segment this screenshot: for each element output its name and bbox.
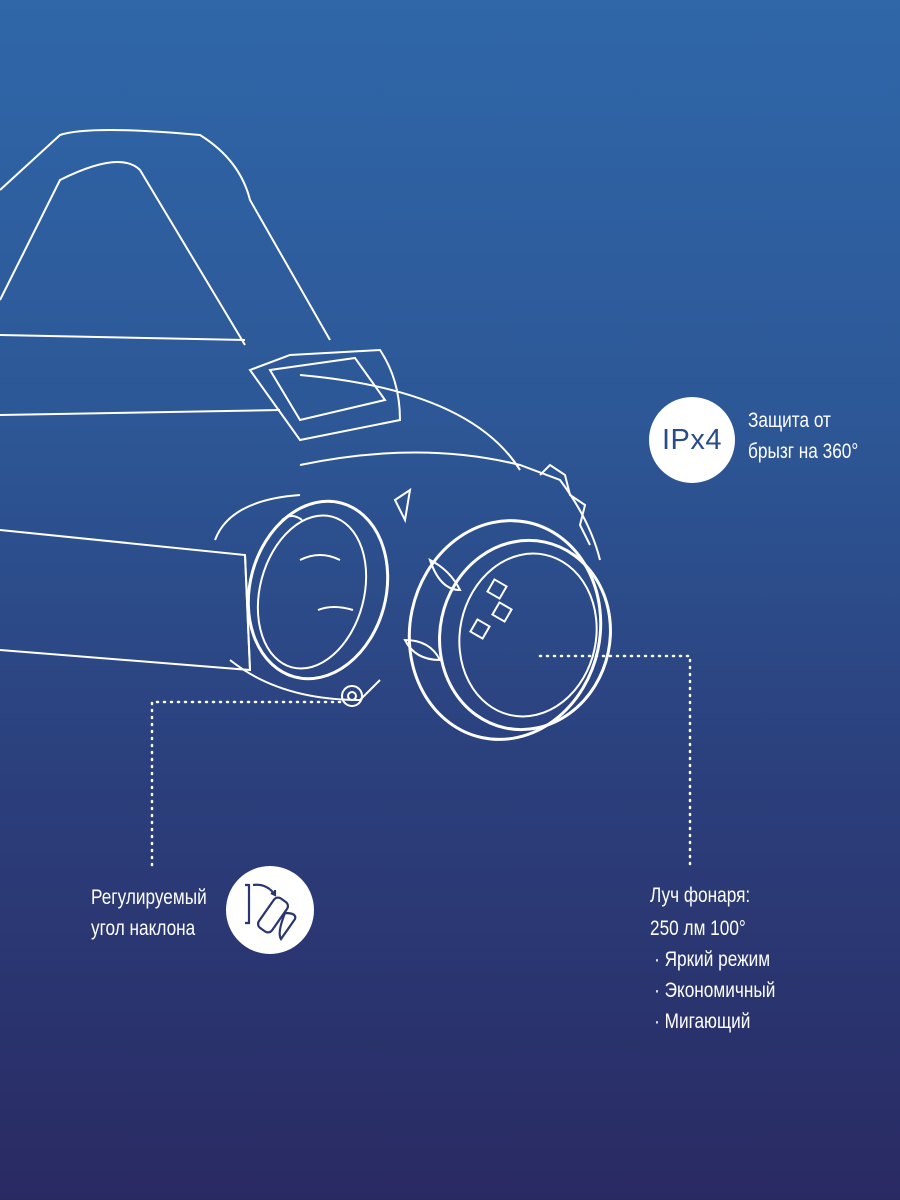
ipx4-badge-label: IPx4 xyxy=(661,423,723,456)
tilt-line1: Регулируемый xyxy=(91,886,207,909)
tilt-text: Регулируемый угол наклона xyxy=(91,882,207,944)
beam-mode-bright: · Яркий режим xyxy=(654,948,771,971)
beam-text: Луч фонаря: 250 лм 100° · Яркий режим · … xyxy=(650,880,775,1037)
tilt-line2: угол наклона xyxy=(91,917,196,940)
ipx4-line1: Защита от xyxy=(748,409,831,432)
tilt-angle-icon xyxy=(245,883,297,941)
beam-line1: Луч фонаря: xyxy=(650,884,751,907)
ipx4-text: Защита от брызг на 360° xyxy=(748,405,858,467)
tilt-badge xyxy=(226,866,314,954)
ipx4-line2: брызг на 360° xyxy=(748,440,859,463)
beam-line2: 250 лм 100° xyxy=(650,917,746,940)
beam-mode-flash: · Мигающий xyxy=(654,1010,751,1033)
ipx4-badge: IPx4 xyxy=(649,397,735,483)
beam-mode-eco: · Экономичный xyxy=(654,979,776,1002)
